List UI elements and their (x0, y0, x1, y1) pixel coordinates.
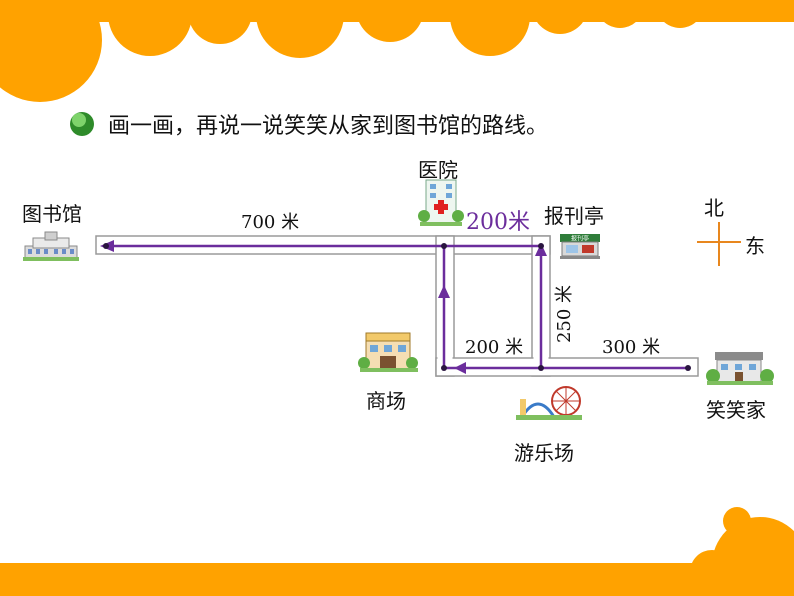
home-label: 笑笑家 (706, 398, 766, 422)
hospital-building-icon (418, 179, 464, 226)
arrow-up (438, 285, 450, 298)
amusement-park-label: 游乐场 (514, 441, 574, 465)
top-decoration (0, 0, 794, 102)
route-dot (538, 365, 544, 371)
distance-library-hospital: 700 米 (241, 212, 300, 233)
route-via-mall (106, 244, 688, 370)
distance-park-home: 300 米 (602, 337, 661, 358)
mall-label: 商场 (366, 389, 406, 413)
route-arrows (100, 240, 547, 374)
arrow-up (535, 243, 547, 256)
route-dot (538, 243, 544, 249)
hospital-label: 医院 (418, 158, 458, 182)
bottom-decoration (0, 507, 794, 596)
distance-newsstand-park: 250 米 (554, 284, 576, 344)
route-dots (103, 243, 691, 371)
ferris-wheel-icon (516, 386, 582, 420)
newsstand-sign: 报刊亭 (571, 235, 589, 243)
arrow-left (454, 362, 466, 374)
distance-hospital-newsstand: 200米 (466, 210, 530, 235)
newsstand-icon: 报刊亭 (560, 234, 600, 259)
library-building-icon (23, 231, 79, 261)
compass (697, 222, 741, 266)
route-dot (685, 365, 691, 371)
house-icon (706, 352, 774, 385)
green-bullet-icon (70, 112, 94, 136)
compass-north: 北 (704, 196, 724, 220)
mall-building-icon (358, 332, 418, 372)
newsstand-label: 报刊亭 (544, 204, 604, 228)
distance-mall-park: 200 米 (465, 337, 524, 358)
route-dot (441, 365, 447, 371)
library-label: 图书馆 (22, 202, 82, 226)
route-dot (441, 243, 447, 249)
compass-east: 东 (745, 234, 765, 258)
route-dot (103, 243, 109, 249)
instruction-text: 画一画，再说一说笑笑从家到图书馆的路线。 (108, 114, 549, 139)
